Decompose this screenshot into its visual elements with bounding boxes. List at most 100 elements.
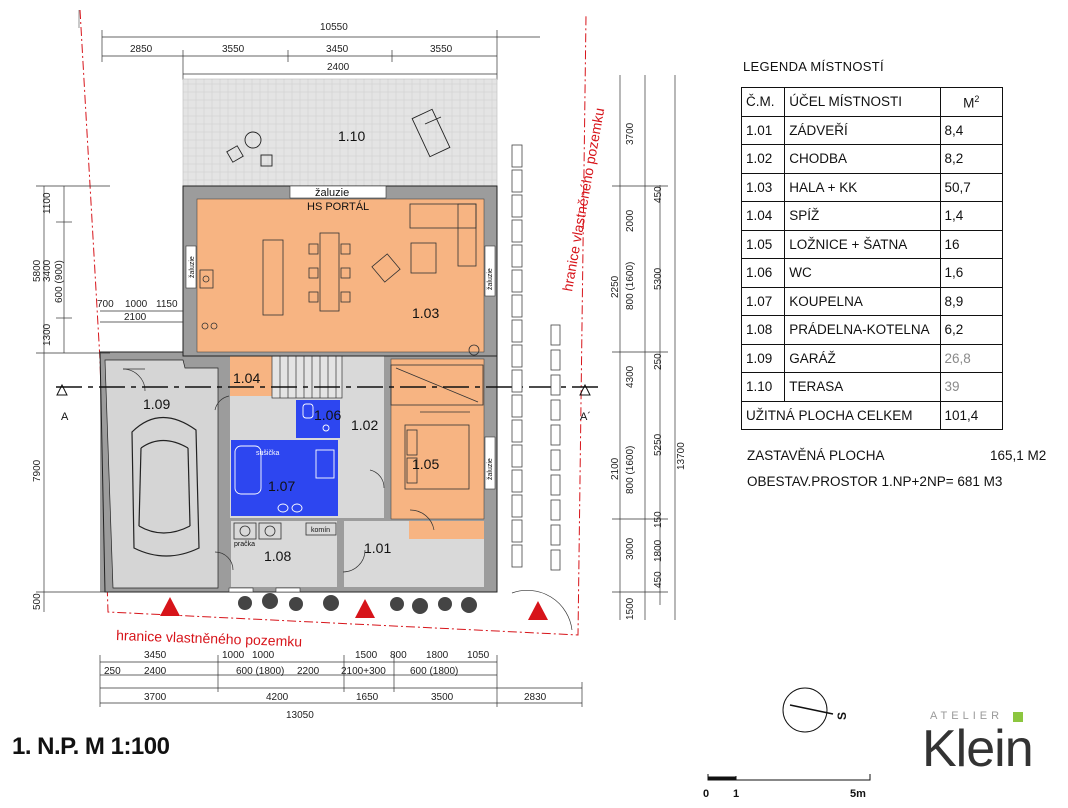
dim-left-e: 500 xyxy=(32,593,43,610)
room-num: 1.03 xyxy=(740,172,786,202)
room-label-105: 1.05 xyxy=(412,456,439,472)
room-num: 1.09 xyxy=(740,343,786,373)
room-area: 1,4 xyxy=(939,201,1004,231)
dim-inner-b: 1000 xyxy=(125,299,148,310)
dim-top-3: 3450 xyxy=(326,44,349,55)
dim-bottom-r2-4: 2200 xyxy=(297,666,320,677)
room-num: 1.05 xyxy=(740,229,786,259)
legend-header-area: M2 xyxy=(939,87,1004,117)
room-num: 1.08 xyxy=(740,315,786,345)
brand-atelier: ATELIER xyxy=(930,710,1004,722)
dim-right-d: 2250 xyxy=(610,275,621,298)
legend-header-area-unit: M xyxy=(963,95,975,110)
dim-left-b: 3400 xyxy=(42,259,53,282)
legend-total-value: 101,4 xyxy=(939,400,1004,430)
boundary-label-bottom: hranice vlastněného pozemku xyxy=(116,627,302,649)
room-label-107: 1.07 xyxy=(268,478,295,494)
dim-bottom-r1-1: 3450 xyxy=(144,650,167,661)
room-use: ZÁDVEŘÍ xyxy=(784,115,941,145)
dim-bottom-r1-6: 1800 xyxy=(426,650,449,661)
room-use: CHODBA xyxy=(784,144,941,174)
note-komin: komín xyxy=(311,527,330,534)
dim-bottom-r2-3: 600 (1800) xyxy=(236,666,284,677)
dim-right-g: 250 xyxy=(653,353,664,370)
room-use: TERASA xyxy=(784,372,941,402)
scale-bar xyxy=(707,774,871,781)
living-furniture xyxy=(199,203,480,356)
room-use: PRÁDELNA-KOTELNA xyxy=(784,315,941,345)
room-use: HALA + KK xyxy=(784,172,941,202)
terrace-furniture xyxy=(226,108,451,167)
car-icon xyxy=(131,416,200,557)
room-area: 8,9 xyxy=(939,286,1004,316)
brand-logo: Klein xyxy=(922,720,1034,778)
dim-right-p: 450 xyxy=(653,571,664,588)
dim-right-i: 2100 xyxy=(610,457,621,480)
room-area: 6,2 xyxy=(939,315,1004,345)
dim-right-n: 3000 xyxy=(625,537,636,560)
dim-bottom-r1-5: 800 xyxy=(390,650,407,661)
legend-header-area-sup: 2 xyxy=(974,93,980,104)
dim-bottom-r2-2: 2400 xyxy=(144,666,167,677)
dim-bottom-r2-5: 2100+300 xyxy=(341,666,386,677)
room-label-101: 1.01 xyxy=(364,540,391,556)
dim-terrace-width: 2400 xyxy=(327,62,350,73)
dim-left-d: 1300 xyxy=(42,323,53,346)
dim-bottom-r1-7: 1050 xyxy=(467,650,490,661)
room-use: LOŽNICE + ŠATNA xyxy=(784,229,941,259)
dimensions-left xyxy=(36,185,183,612)
room-num: 1.04 xyxy=(740,201,786,231)
dim-top-1: 2850 xyxy=(130,44,153,55)
windows xyxy=(185,185,496,593)
bedroom-furniture xyxy=(390,364,484,490)
dim-bottom-r3-2: 4200 xyxy=(266,692,289,703)
legend-header-num: Č.M. xyxy=(740,87,786,117)
dim-right-q: 1500 xyxy=(625,597,636,620)
scale-label-0: 0 xyxy=(703,788,709,800)
legend-total-label: UŽITNÁ PLOCHA CELKEM xyxy=(741,400,941,430)
room-label-102: 1.02 xyxy=(351,417,378,433)
dim-top-4: 3550 xyxy=(430,44,453,55)
note-hs-portal: HS PORTÁL xyxy=(307,200,369,213)
dim-right-e: 800 (1600) xyxy=(625,262,636,310)
note-zaluzie-right2: žaluzie xyxy=(487,458,494,480)
section-label-right: A´ xyxy=(580,411,591,423)
dim-bottom-r1-2: 1000 xyxy=(222,650,245,661)
note-susicka: sušička xyxy=(256,450,279,457)
dim-right-k: 5250 xyxy=(653,433,664,456)
property-boundary xyxy=(79,9,587,636)
scale-label-5m: 5m xyxy=(850,788,866,800)
room-use: SPÍŽ xyxy=(784,201,941,231)
dim-left-c: 600 (900) xyxy=(54,260,65,303)
room-num: 1.02 xyxy=(740,144,786,174)
dim-right-j: 800 (1600) xyxy=(625,446,636,494)
dim-inner-d: 2100 xyxy=(124,312,147,323)
room-label-106: 1.06 xyxy=(314,407,341,423)
room-num: 1.07 xyxy=(740,286,786,316)
room-area: 16 xyxy=(939,229,1004,259)
note-zaluzie-right1: žaluzie xyxy=(487,268,494,290)
drawing-title: 1. N.P. M 1:100 xyxy=(12,733,170,760)
room-num: 1.10 xyxy=(740,372,786,402)
dimensions-right xyxy=(612,75,668,620)
note-zaluzie-top: žaluzie xyxy=(315,187,349,199)
volume-line: OBESTAV.PROSTOR 1.NP+2NP= 681 M3 xyxy=(747,474,1003,489)
dimensions-bottom xyxy=(99,655,583,707)
room-label-110: 1.10 xyxy=(338,128,365,144)
room-label-104: 1.04 xyxy=(233,370,260,386)
room-use: WC xyxy=(784,258,941,288)
dim-bottom-r2-6: 600 (1800) xyxy=(410,666,458,677)
dim-right-h: 4300 xyxy=(625,365,636,388)
doors xyxy=(122,368,435,573)
room-area: 8,2 xyxy=(939,144,1004,174)
dim-inner-c: 1150 xyxy=(156,299,178,310)
dim-bottom-r3-1: 3700 xyxy=(144,692,167,703)
room-area: 26,8 xyxy=(939,343,1004,373)
